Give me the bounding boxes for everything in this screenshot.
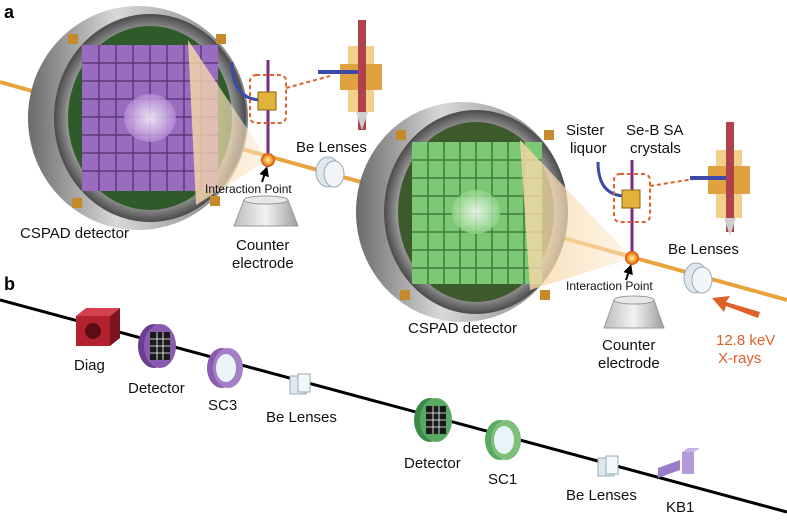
be-lenses-b-1 (289, 373, 311, 395)
sample-injector-2 (596, 160, 701, 256)
counter-electrode-2-line2: electrode (598, 355, 660, 372)
kb1-label: KB1 (666, 499, 694, 516)
xray-direction-arrow (712, 296, 760, 318)
sc3-label: SC3 (208, 397, 237, 414)
be-lenses-1 (315, 156, 345, 188)
interaction-point-1 (261, 153, 275, 167)
counter-electrode-1-line2: electrode (232, 255, 294, 272)
interaction-point-label-2: Interaction Point (566, 279, 653, 293)
detector-b-1 (138, 324, 176, 368)
be-lenses-2 (683, 262, 713, 294)
kb1-component (658, 448, 700, 478)
scatter-cone-2 (520, 140, 632, 290)
interaction-arrow-2 (623, 264, 633, 281)
sc3-component (207, 348, 243, 388)
xray-energy-label: 12.8 keV (716, 332, 775, 349)
sister-liquor-line2: liquor (570, 140, 607, 157)
diag-label: Diag (74, 357, 105, 374)
counter-electrode-2 (603, 295, 665, 329)
counter-electrode-2-line1: Counter (602, 337, 655, 354)
panel-b-letter: b (4, 274, 15, 294)
interaction-arrow-1 (259, 166, 269, 183)
sc1-component (485, 420, 521, 460)
scatter-cone-1 (188, 40, 268, 205)
xray-label: X-rays (718, 350, 761, 367)
be-lenses-1-label: Be Lenses (296, 139, 367, 156)
nozzle-zoom-2 (690, 122, 750, 236)
nozzle-zoom-1 (318, 20, 382, 130)
detector-b-2 (414, 398, 452, 442)
sample-injector-1 (230, 60, 331, 158)
sister-liquor-line1: Sister (566, 122, 604, 139)
be-lenses-b-2-label: Be Lenses (566, 487, 637, 504)
interaction-point-2 (625, 251, 639, 265)
cspad-detector-1-label: CSPAD detector (20, 225, 129, 242)
cspad-detector-2-label: CSPAD detector (408, 320, 517, 337)
sc1-label: SC1 (488, 471, 517, 488)
diag-component (76, 308, 120, 346)
be-lenses-2-label: Be Lenses (668, 241, 739, 258)
be-lenses-b-1-label: Be Lenses (266, 409, 337, 426)
detector-2-tile-array (412, 142, 542, 284)
counter-electrode-1-line1: Counter (236, 237, 289, 254)
detector-b-2-label: Detector (404, 455, 461, 472)
counter-electrode-1 (233, 195, 299, 227)
crystals-label-line1: Se-B SA (626, 122, 684, 139)
detector-b-1-label: Detector (128, 380, 185, 397)
be-lenses-b-2 (597, 455, 619, 477)
panel-a-letter: a (4, 2, 15, 22)
beamline-b (0, 298, 787, 514)
interaction-point-label-1: Interaction Point (205, 182, 292, 196)
crystals-label-line2: crystals (630, 140, 681, 157)
